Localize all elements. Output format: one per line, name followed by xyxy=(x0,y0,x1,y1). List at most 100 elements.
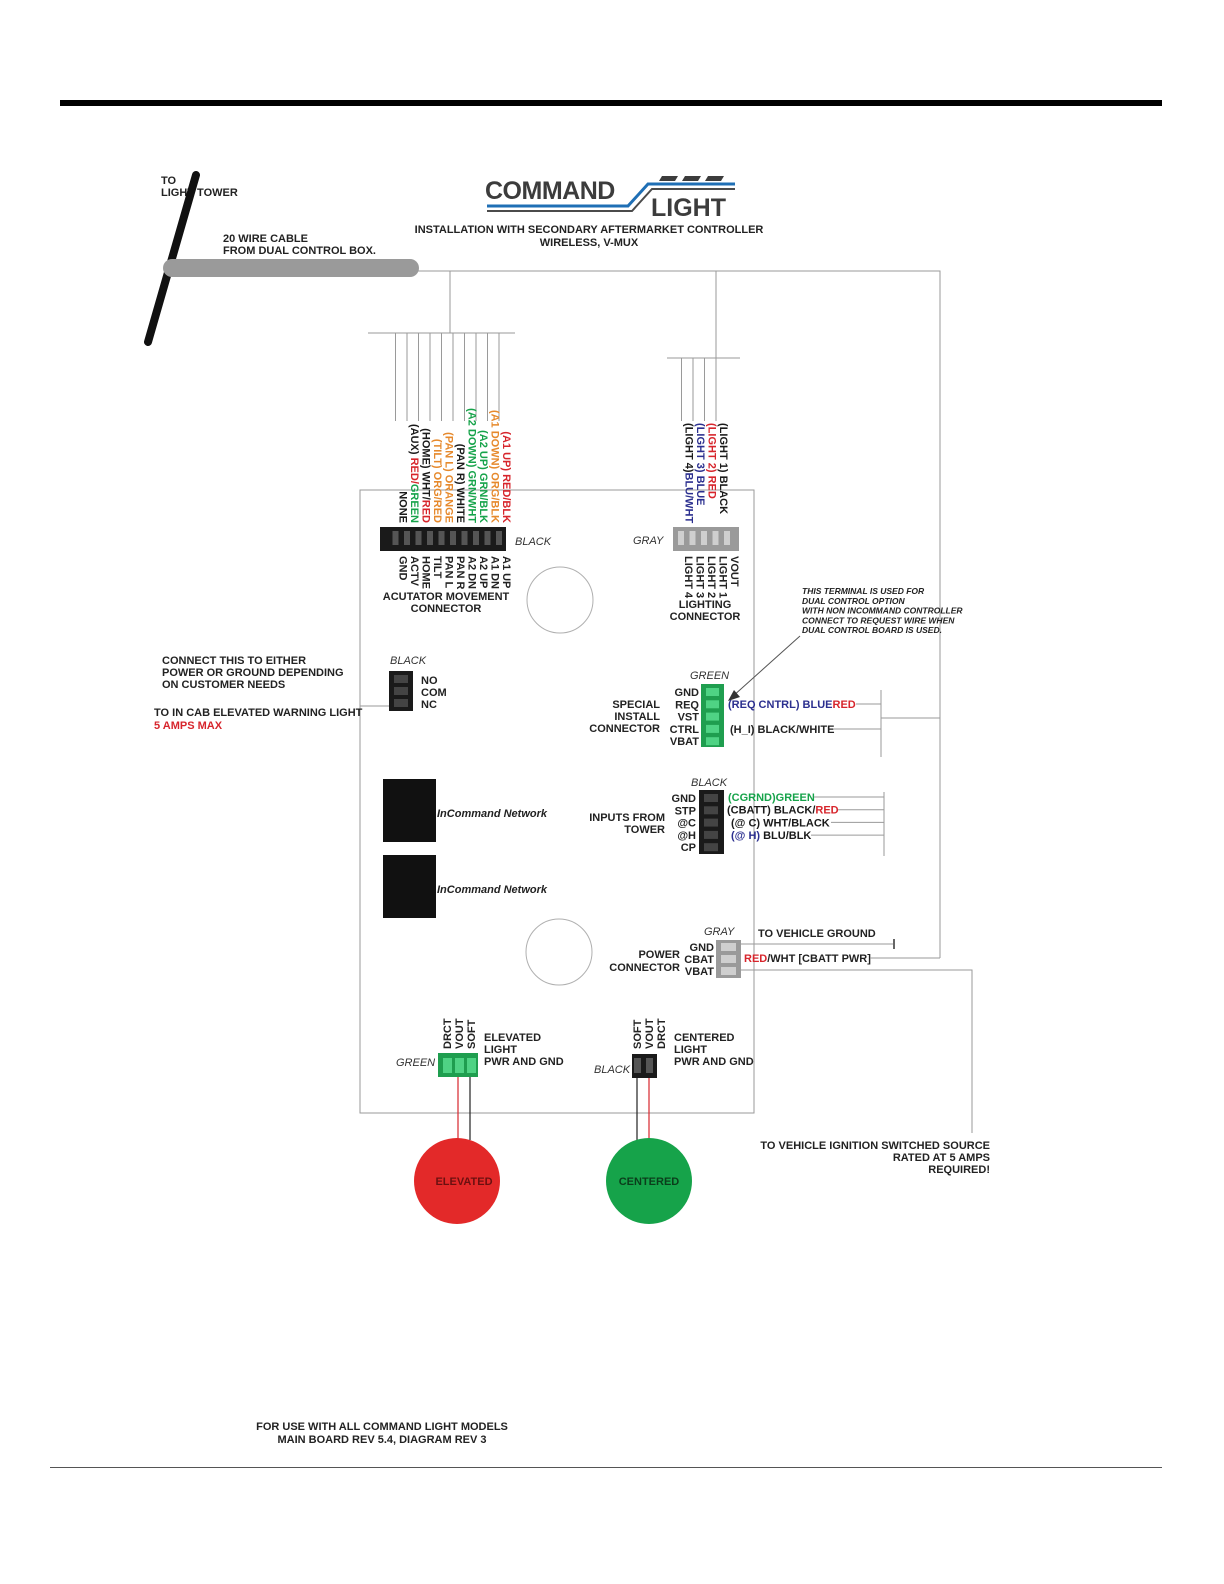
special-wires xyxy=(834,690,882,757)
lighting-wire-label: (LIGHT 4)BLU/WHT xyxy=(683,423,695,523)
lighting-pin xyxy=(689,531,696,545)
cable-label-1: 20 WIRE CABLE xyxy=(223,233,308,245)
light-tower-pole xyxy=(144,171,200,346)
header-title: INSTALLATION WITH SECONDARY AFTERMARKET … xyxy=(415,224,764,236)
lighting-pin-label: LIGHT 1 xyxy=(717,556,729,598)
inputs-color-label: BLACK xyxy=(691,777,728,789)
actuator-pin-label: TILT xyxy=(431,556,443,579)
actuator-wire-label: (AUX) RED/GREEN xyxy=(408,424,420,523)
actuator-pin-label: A2 UP xyxy=(477,556,489,588)
warning-light-amps: 5 AMPS MAX xyxy=(154,720,223,732)
elevated-pin xyxy=(443,1058,452,1073)
actuator-pin-label: GND xyxy=(397,556,409,581)
actuator-wire-label: NONE xyxy=(397,491,409,523)
footer-line-2: MAIN BOARD REV 5.4, DIAGRAM REV 3 xyxy=(277,1434,486,1446)
elevated-title-1: ELEVATED xyxy=(484,1032,541,1044)
relay-pin xyxy=(394,699,408,707)
inputs-wire-label: (CBATT) BLACK/RED xyxy=(727,805,839,817)
mounting-hole-top xyxy=(526,566,594,634)
req-wire-label: (REQ CNTRL) BLUERED xyxy=(728,699,856,711)
power-pin xyxy=(721,943,736,951)
inputs-wire-label: (CGRND)GREEN xyxy=(728,792,815,804)
lighting-pin-label: LIGHT 2 xyxy=(705,556,717,598)
tower-label-1: TO xyxy=(161,175,177,187)
terminal-note-line: WITH NON INCOMMAND CONTROLLER xyxy=(802,606,963,616)
cbat-wire-label: RED/WHT [CBATT PWR] xyxy=(744,953,871,965)
ignition-label-2: RATED AT 5 AMPS xyxy=(893,1152,990,1164)
ignition-label-1: TO VEHICLE IGNITION SWITCHED SOURCE xyxy=(760,1140,990,1152)
special-pin xyxy=(706,700,719,709)
centered-title-3: PWR AND GND xyxy=(674,1056,754,1068)
actuator-pin xyxy=(461,531,468,545)
centered-indicator xyxy=(606,1138,692,1224)
elevated-color-label: GREEN xyxy=(396,1057,435,1069)
actuator-wire-label: (TILT) ORG/RED xyxy=(431,439,443,523)
actuator-wire-label: (HOME) WHT/RED xyxy=(420,428,432,523)
special-pin xyxy=(706,737,719,746)
inputs-pin-label: @H xyxy=(677,830,696,842)
actuator-title-1: ACUTATOR MOVEMENT xyxy=(383,591,510,603)
lighting-wire-label: (LIGHT 3) BLUE xyxy=(694,423,706,506)
warning-light-label: TO IN CAB ELEVATED WARNING LIGHT xyxy=(154,707,363,719)
actuator-wire-label: (A1 UP) RED/BLK xyxy=(500,431,512,523)
centered-color-label: BLACK xyxy=(594,1064,631,1076)
inputs-pin xyxy=(704,830,718,839)
terminal-note-line: THIS TERMINAL IS USED FOR xyxy=(802,586,925,596)
footer-line-1: FOR USE WITH ALL COMMAND LIGHT MODELS xyxy=(256,1421,508,1433)
lighting-wire-label: (LIGHT 1) BLACK xyxy=(717,423,729,514)
special-title-3: CONNECTOR xyxy=(589,723,660,735)
inputs-title-2: TOWER xyxy=(624,824,665,836)
relay-pin-label: COM xyxy=(421,687,447,699)
actuator-wire-label: (A1 DOWN) ORG/BLK xyxy=(489,410,501,523)
centered-indicator-label: CENTERED xyxy=(619,1176,680,1188)
centered-pin xyxy=(634,1058,641,1073)
incommand-network-port-1[interactable] xyxy=(383,779,436,842)
actuator-color-label: BLACK xyxy=(515,536,552,548)
main-board xyxy=(359,489,755,1114)
elevated-indicator-label: ELEVATED xyxy=(435,1176,492,1188)
actuator-title-2: CONNECTOR xyxy=(411,603,482,615)
actuator-pin-label: A1 DN xyxy=(489,556,501,589)
centered-pin-label: SOFT xyxy=(632,1019,644,1049)
terminal-note-line: DUAL CONTROL OPTION xyxy=(802,596,905,606)
special-pin xyxy=(706,688,719,696)
logo-word-light: LIGHT xyxy=(651,194,726,222)
special-pin-label: REQ xyxy=(675,699,699,711)
actuator-pin xyxy=(473,531,479,545)
incommand-network-port-2[interactable] xyxy=(383,855,436,918)
header-subtitle: WIRELESS, V-MUX xyxy=(540,237,639,249)
terminal-note-line: DUAL CONTROL BOARD IS USED. xyxy=(802,625,942,635)
ctrl-wire-label: (H_I) BLACK/WHITE xyxy=(730,724,835,736)
inputs-pin-label: @C xyxy=(677,818,696,830)
special-title-1: SPECIAL xyxy=(612,699,660,711)
centered-pin xyxy=(646,1058,653,1073)
inputs-title-1: INPUTS FROM xyxy=(589,812,665,824)
lighting-pin xyxy=(678,531,684,545)
network-label-1: InCommand Network xyxy=(437,808,548,820)
note-arrow xyxy=(731,635,801,698)
power-pin-label: CBAT xyxy=(684,954,714,966)
mounting-hole-bottom xyxy=(525,918,593,986)
actuator-pin xyxy=(392,531,399,545)
actuator-pin xyxy=(404,531,410,545)
lighting-title-1: LIGHTING xyxy=(679,599,732,611)
inputs-pin xyxy=(704,818,718,827)
relay-color-label: BLACK xyxy=(390,655,427,667)
lighting-pin-label: LIGHT 3 xyxy=(694,556,706,598)
special-pin xyxy=(706,712,719,721)
actuator-pin xyxy=(496,531,502,545)
actuator-pin-label: PAN L xyxy=(443,556,455,588)
relay-pin-label: NO xyxy=(421,675,438,687)
inputs-pin-label: STP xyxy=(675,805,696,817)
cable-label-2: FROM DUAL CONTROL BOX. xyxy=(223,245,376,257)
top-rule xyxy=(60,100,1162,106)
centered-title-1: CENTERED xyxy=(674,1032,735,1044)
lighting-pin xyxy=(724,531,730,545)
actuator-pin xyxy=(427,531,433,545)
special-color-label: GREEN xyxy=(690,670,729,682)
